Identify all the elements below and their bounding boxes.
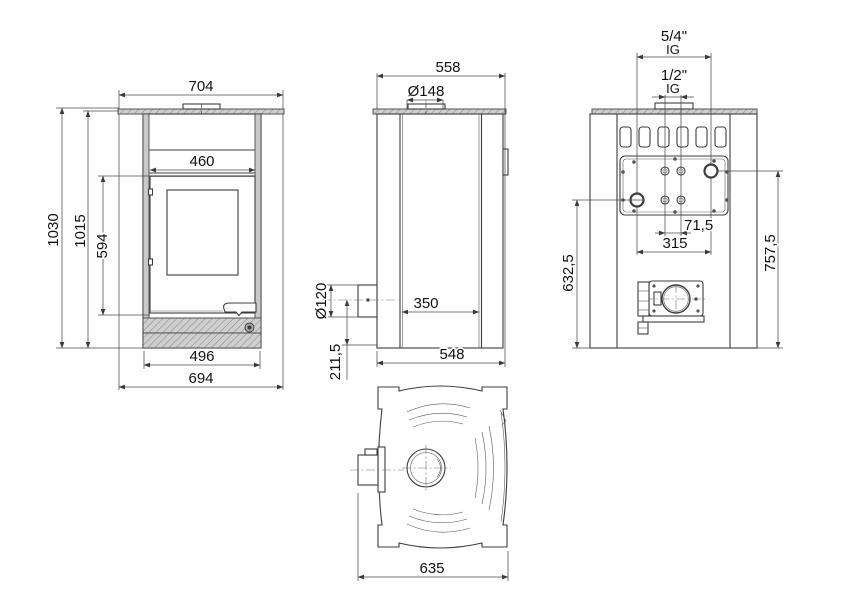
dim-boiler-connection-size: 5/4" bbox=[661, 28, 687, 45]
top-dimensions: 635 bbox=[357, 493, 509, 581]
rear-flue-step bbox=[364, 448, 378, 456]
rear-flue-latch bbox=[653, 291, 662, 306]
dim-front-top-plate-width: 704 bbox=[188, 78, 213, 95]
side-flue-collar bbox=[407, 103, 446, 110]
front-top-plate bbox=[117, 108, 285, 115]
dim-front-door-height: 594 bbox=[94, 233, 111, 258]
dim-sensor-spacing: 71,5 bbox=[684, 217, 713, 234]
dim-sensor-connection-size: 1/2" bbox=[661, 67, 687, 84]
ash-door-knob-center bbox=[247, 325, 252, 330]
side-body bbox=[376, 113, 504, 349]
front-left-side-panel bbox=[142, 113, 150, 349]
back-connection-panel bbox=[619, 155, 729, 216]
dim-side-overall-depth: 558 bbox=[435, 59, 460, 76]
front-dimensions: 704 460 1030 1015 594 496 694 bbox=[44, 77, 284, 390]
top-door-hinge-wedge bbox=[499, 409, 507, 426]
dim-rear-flue-diameter: Ø120 bbox=[313, 283, 330, 320]
back-vent-slots bbox=[619, 126, 727, 148]
front-door bbox=[149, 175, 256, 314]
back-view: 5/4" IG 1/2" IG 71,5 315 632,5 757,5 bbox=[559, 27, 783, 349]
dim-front-overall-height: 1030 bbox=[45, 213, 62, 246]
rear-flue-lip bbox=[642, 315, 705, 323]
side-top-plate bbox=[372, 108, 507, 115]
top-view-outline bbox=[377, 385, 508, 549]
dim-right-connection-height: 757,5 bbox=[762, 234, 779, 272]
front-view: 704 460 1030 1015 594 496 694 bbox=[44, 77, 285, 390]
back-dimensions: 5/4" IG 1/2" IG 71,5 315 632,5 757,5 bbox=[559, 27, 783, 349]
rear-bracket bbox=[637, 281, 650, 317]
dim-sensor-connection-thread: IG bbox=[666, 81, 680, 96]
front-ash-band bbox=[142, 317, 262, 334]
door-handle bbox=[223, 302, 257, 317]
side-view: 558 Ø148 Ø120 211,5 350 548 bbox=[312, 58, 509, 382]
sensor-connections bbox=[660, 166, 686, 205]
dim-front-body-width: 496 bbox=[189, 348, 214, 365]
front-right-side-panel bbox=[254, 113, 262, 349]
top-plate-decorative-arcs bbox=[406, 403, 494, 533]
rear-flue-flange-top bbox=[377, 446, 386, 493]
rear-flue-center-mark bbox=[366, 298, 370, 302]
front-base-plinth bbox=[142, 332, 262, 349]
side-door-latch bbox=[502, 148, 509, 176]
dim-front-body-height: 1015 bbox=[72, 214, 89, 247]
door-hinge-bottom bbox=[147, 258, 154, 266]
dim-pedestal-depth: 350 bbox=[413, 295, 438, 312]
door-hinge-top bbox=[147, 188, 154, 196]
top-door-edge-arc bbox=[500, 411, 506, 523]
back-top-plate bbox=[591, 108, 758, 115]
dim-rear-flue-center-height: 211,5 bbox=[327, 344, 344, 380]
dim-left-connection-height: 632,5 bbox=[560, 254, 577, 292]
back-flue-collar bbox=[654, 102, 694, 110]
dim-top-overall-width: 635 bbox=[419, 560, 444, 577]
front-door-glass bbox=[166, 189, 239, 276]
boiler-connections bbox=[629, 163, 719, 208]
dim-base-depth: 548 bbox=[439, 346, 464, 363]
dim-top-flue-diameter: Ø148 bbox=[408, 83, 445, 100]
side-dimensions: 558 Ø148 Ø120 211,5 350 548 bbox=[312, 58, 506, 382]
dim-boiler-spacing: 315 bbox=[662, 235, 687, 252]
dim-front-base-width: 694 bbox=[188, 370, 213, 387]
dim-boiler-connection-thread: IG bbox=[666, 42, 680, 57]
top-view: 635 bbox=[350, 385, 509, 581]
dim-front-firebox-width: 460 bbox=[189, 153, 214, 170]
